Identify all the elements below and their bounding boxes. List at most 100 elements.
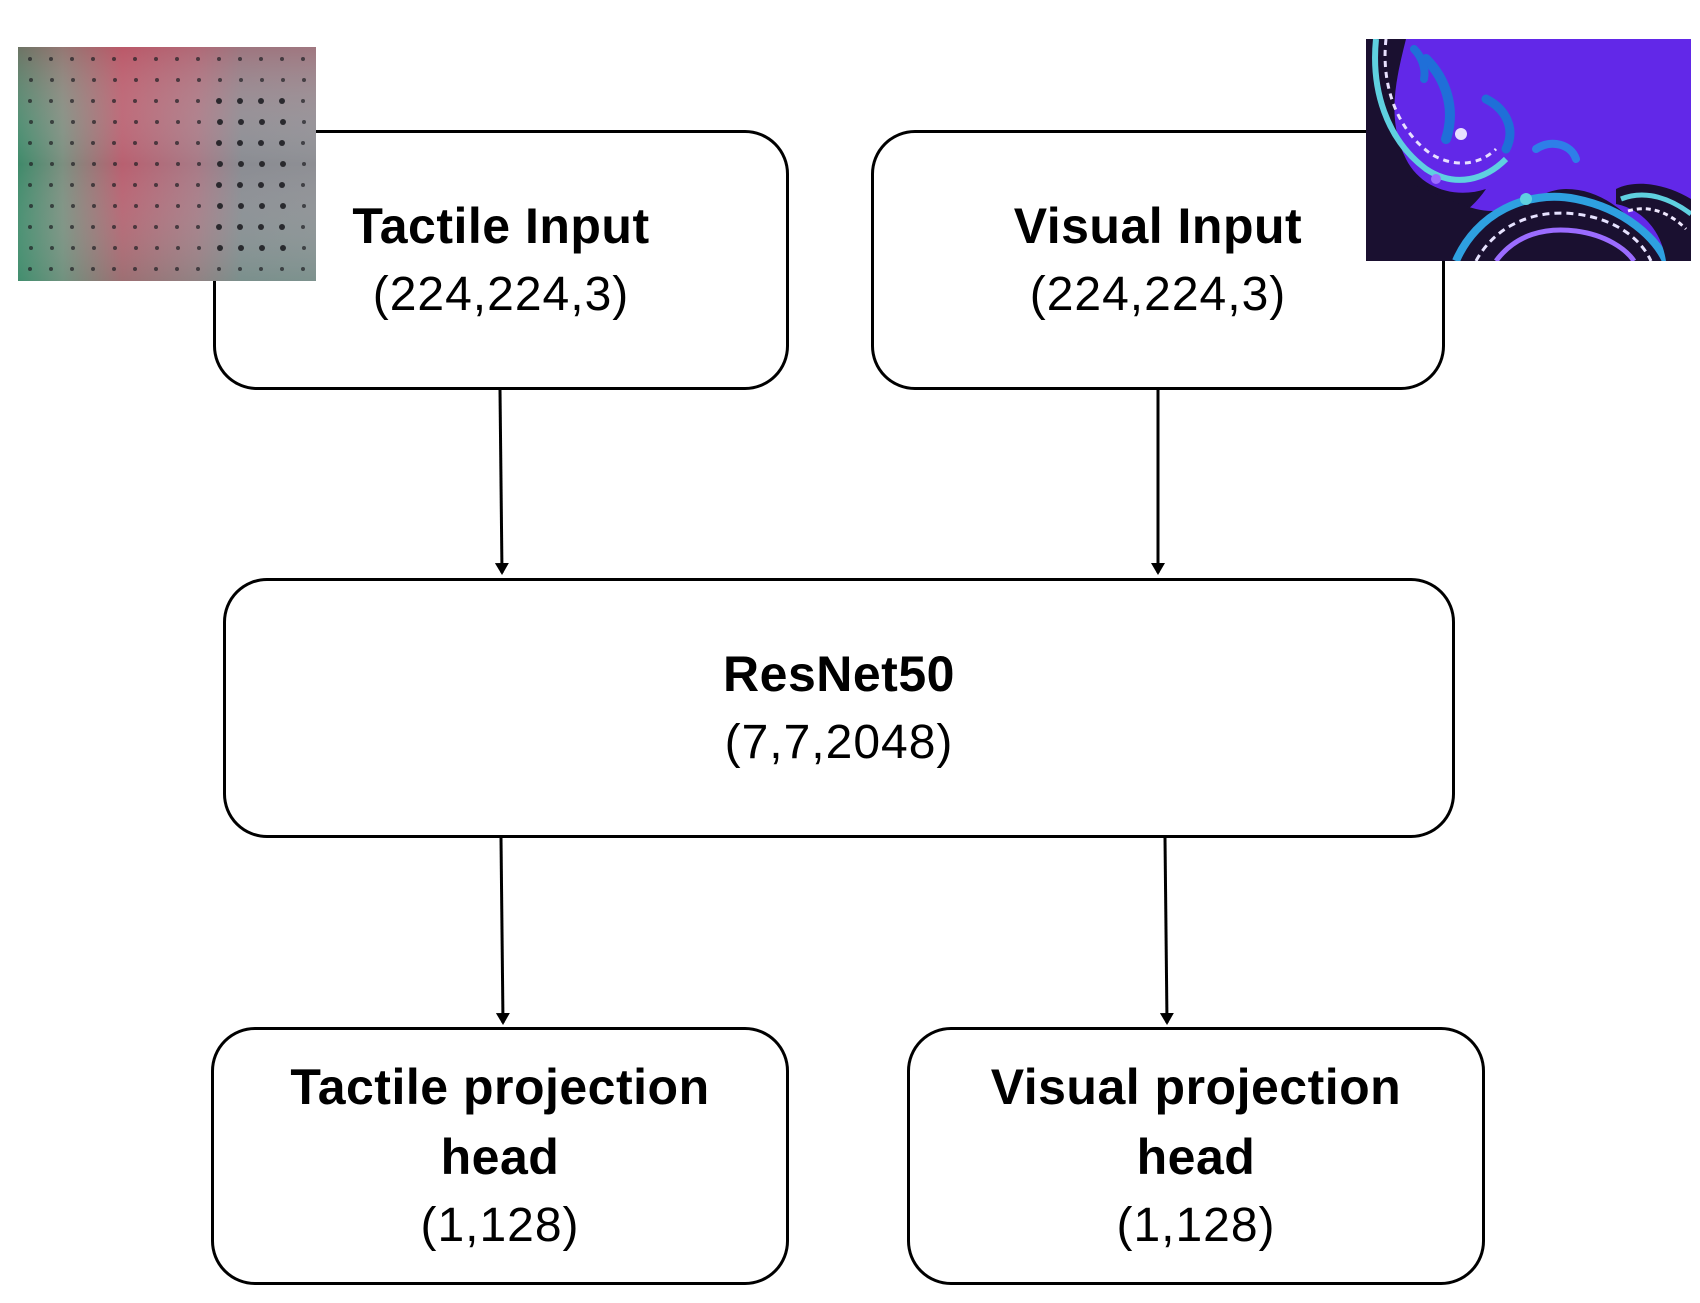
tactile-marker-dot <box>91 225 95 229</box>
tactile-marker-dot <box>175 267 179 271</box>
tactile-marker-dot <box>113 246 117 250</box>
tactile-marker-dot <box>112 225 116 229</box>
tactile-marker-dot <box>49 183 53 187</box>
tactile-marker-dot <box>70 183 74 187</box>
tactile-marker-dot <box>112 267 116 271</box>
tactile-marker-dot <box>29 162 33 166</box>
tactile-input-title: Tactile Input <box>352 198 650 254</box>
edge-tactile-input-to-resnet <box>494 389 509 575</box>
tactile-marker-dot <box>176 120 180 124</box>
tactile-marker-dot <box>91 267 95 271</box>
tactile-head-title-line2: head <box>440 1129 560 1185</box>
visual-input-node: Visual Input (224,224,3) <box>871 130 1445 390</box>
tactile-marker-dot <box>134 204 138 208</box>
tactile-marker-dot <box>237 224 243 230</box>
tactile-marker-dot <box>301 225 305 229</box>
resnet50-node: ResNet50 (7,7,2048) <box>223 578 1455 838</box>
tactile-marker-dot <box>112 183 116 187</box>
tactile-marker-dot <box>238 245 244 251</box>
tactile-marker-dot <box>197 78 201 82</box>
tactile-marker-dot <box>258 224 264 230</box>
tactile-marker-dot <box>175 141 179 145</box>
tactile-marker-dot <box>112 141 116 145</box>
tactile-marker-dot <box>91 57 95 61</box>
visual-sample-image <box>1366 39 1691 261</box>
tactile-marker-dot <box>197 246 201 250</box>
tactile-marker-dot <box>28 267 32 271</box>
tactile-marker-dot <box>113 162 117 166</box>
tactile-marker-dot <box>113 78 117 82</box>
edge-resnet-to-visual-head <box>1159 837 1174 1025</box>
tactile-marker-dot <box>279 140 285 146</box>
tactile-marker-dot <box>302 120 306 124</box>
tactile-marker-dot <box>133 183 137 187</box>
tactile-marker-dot <box>176 204 180 208</box>
tactile-marker-dot <box>29 78 33 82</box>
tactile-marker-dot <box>176 78 180 82</box>
tactile-marker-dot <box>216 182 222 188</box>
tactile-marker-dot <box>71 162 75 166</box>
tactile-marker-dot <box>279 98 285 104</box>
tactile-marker-dot <box>238 203 244 209</box>
tactile-marker-dot <box>196 225 200 229</box>
tactile-marker-dot <box>154 267 158 271</box>
tactile-marker-dot <box>197 204 201 208</box>
tactile-marker-dot <box>133 225 137 229</box>
tactile-marker-dot <box>134 162 138 166</box>
tactile-marker-dot <box>29 204 33 208</box>
tactile-marker-dot <box>155 78 159 82</box>
tactile-marker-dot <box>70 267 74 271</box>
tactile-marker-dot <box>302 246 306 250</box>
tactile-marker-dot <box>238 161 244 167</box>
tactile-marker-dot <box>155 204 159 208</box>
tactile-projection-head-node: Tactile projection head (1,128) <box>211 1027 789 1285</box>
tactile-marker-dot <box>92 78 96 82</box>
tactile-marker-dot <box>91 141 95 145</box>
tactile-marker-dot <box>134 120 138 124</box>
tactile-marker-dot <box>301 57 305 61</box>
tactile-sample-image <box>18 47 316 281</box>
tactile-marker-dot <box>133 267 137 271</box>
tactile-marker-dot <box>280 161 286 167</box>
tactile-marker-dot <box>113 204 117 208</box>
tactile-marker-dot <box>196 141 200 145</box>
tactile-marker-dot <box>113 120 117 124</box>
tactile-marker-dot <box>154 99 158 103</box>
visual-input-title: Visual Input <box>1013 198 1303 254</box>
tactile-marker-dot <box>279 182 285 188</box>
tactile-marker-dot <box>112 57 116 61</box>
tactile-marker-dot <box>280 203 286 209</box>
visual-head-dims: (1,128) <box>1116 1199 1276 1252</box>
tactile-head-dims: (1,128) <box>420 1199 580 1252</box>
tactile-marker-dot <box>155 120 159 124</box>
tactile-marker-dot <box>71 78 75 82</box>
tactile-marker-dot <box>259 267 263 271</box>
tactile-marker-dot <box>196 183 200 187</box>
tactile-marker-dot <box>154 183 158 187</box>
tactile-marker-dot <box>217 203 223 209</box>
visual-input-dims: (224,224,3) <box>1029 268 1287 321</box>
tactile-marker-dot <box>175 183 179 187</box>
tactile-marker-dot <box>70 57 74 61</box>
edge-resnet-to-tactile-head <box>495 837 510 1025</box>
tactile-marker-dot <box>279 224 285 230</box>
tactile-marker-dot <box>28 99 32 103</box>
tactile-marker-dot <box>49 57 53 61</box>
tactile-marker-dot <box>50 78 54 82</box>
tactile-marker-dot <box>91 99 95 103</box>
tactile-marker-dot <box>154 225 158 229</box>
tactile-marker-dot <box>217 267 221 271</box>
tactile-marker-dot <box>29 120 33 124</box>
tactile-marker-dot <box>238 267 242 271</box>
tactile-marker-dot <box>176 246 180 250</box>
resnet50-dims: (7,7,2048) <box>724 716 954 769</box>
tactile-marker-dot <box>175 225 179 229</box>
tactile-head-title-line1: Tactile projection <box>290 1059 710 1115</box>
tactile-marker-dot <box>217 119 223 125</box>
tactile-marker-dot <box>217 161 223 167</box>
tactile-marker-dot <box>216 140 222 146</box>
tactile-marker-dot <box>49 141 53 145</box>
tactile-marker-dot <box>301 267 305 271</box>
